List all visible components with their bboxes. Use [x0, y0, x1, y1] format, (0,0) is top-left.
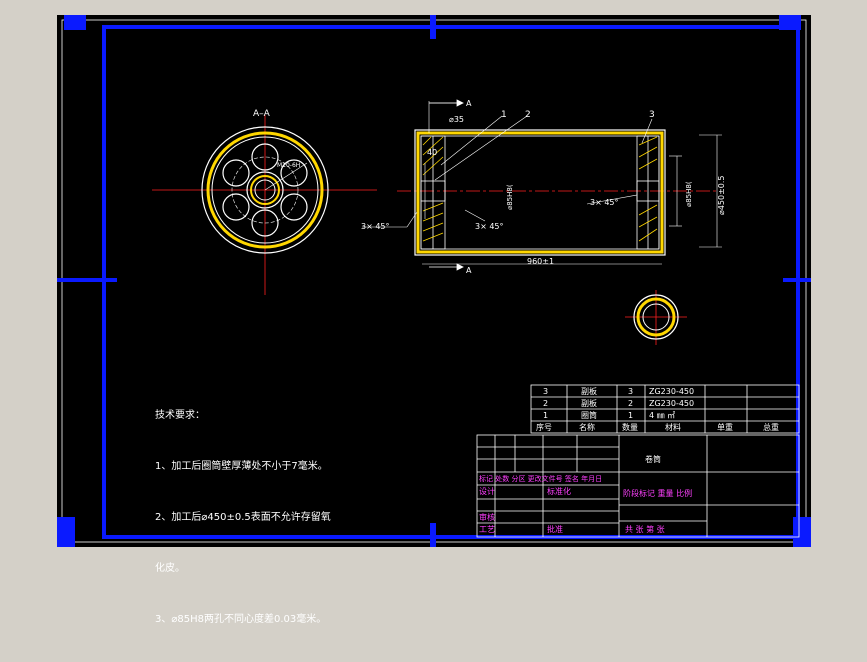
- section-marker-top: A: [466, 99, 472, 108]
- parts-list-grid: [530, 384, 800, 434]
- svg-text:M10-6H: M10-6H: [277, 162, 300, 169]
- parts-header-material: 材料: [665, 423, 681, 432]
- dim-chamfer-mid: 3× 45°: [475, 222, 504, 231]
- parts-row-1-qty: 1: [628, 411, 634, 420]
- parts-row-2-material: ZG230-450: [649, 399, 695, 408]
- parts-row-3-material: ZG230-450: [649, 387, 695, 396]
- drawing-svg: M10-6H A–A: [57, 12, 811, 547]
- sheets-label: 共 张 第 张: [625, 525, 665, 534]
- tech-line-2: 2、加工后⌀450±0.5表面不允许存留氧: [155, 512, 331, 523]
- title-block-grid: [476, 434, 800, 538]
- parts-header-total: 总重: [763, 423, 779, 432]
- dim-length: 960±1: [527, 257, 554, 266]
- revision-header: 标记 处数 分区 更改文件号 签名 年月日: [479, 475, 603, 483]
- cad-viewport: M10-6H A–A: [57, 12, 811, 625]
- tech-line-3: 化皮。: [155, 563, 185, 574]
- parts-header-no: 序号: [536, 423, 552, 432]
- dim-d85-left: ⌀85H8(: [506, 184, 514, 210]
- section-view-aa: M10-6H A–A: [152, 109, 377, 295]
- tech-line-4: 3、⌀85H8两孔不同心度差0.03毫米。: [155, 614, 327, 625]
- main-sectional-view: A A 1 2 3 ⌀35 40 ⌀85H8( ⌀85H8( ⌀450±0.5 …: [361, 99, 726, 275]
- part-name: 卷筒: [645, 455, 661, 464]
- parts-row-2-name: 副板: [581, 399, 597, 408]
- parts-row-3-qty: 3: [628, 387, 634, 396]
- review-label: 审核: [479, 513, 495, 522]
- frame-corner-markers: [57, 12, 811, 547]
- callout-3: 3: [649, 110, 655, 120]
- standardize-label: 标准化: [547, 487, 571, 496]
- design-label: 设计: [479, 487, 495, 496]
- parts-row-2-no: 2: [543, 399, 549, 408]
- parts-row-3-no: 3: [543, 387, 549, 396]
- tech-line-1: 1、加工后圈筒壁厚薄处不小于7毫米。: [155, 461, 328, 472]
- stage-header: 阶段标记 重量 比例: [623, 489, 693, 498]
- process-label: 工艺: [479, 525, 495, 534]
- dim-d85-right: ⌀85H8(: [685, 181, 693, 207]
- parts-header-qty: 数量: [622, 423, 638, 432]
- parts-row-1-no: 1: [543, 411, 549, 420]
- parts-row-1-material: 4 ㎜ ㎡: [649, 411, 676, 420]
- dim-chamfer-right: 3× 45°: [590, 198, 619, 207]
- parts-row-3-name: 副板: [581, 387, 597, 396]
- parts-header-name: 名称: [579, 423, 595, 432]
- parts-row-2-qty: 2: [628, 399, 634, 408]
- approve-label: 批准: [547, 525, 563, 534]
- parts-row-1-name: 圈筒: [581, 411, 597, 420]
- parts-header-unit-weight: 单重: [717, 423, 733, 432]
- detail-ring-view: [625, 290, 687, 345]
- dim-d450: ⌀450±0.5: [717, 175, 726, 215]
- dim-d40: 40: [427, 148, 437, 157]
- section-marker-bottom: A: [466, 266, 472, 275]
- tech-requirements: 技术要求： 1、加工后圈筒壁厚薄处不小于7毫米。 2、加工后⌀450±0.5表面…: [155, 373, 331, 662]
- section-label: A–A: [253, 109, 271, 119]
- tech-title: 技术要求：: [155, 410, 205, 421]
- callout-1: 1: [501, 110, 507, 120]
- dim-chamfer-left: 3× 45°: [361, 222, 390, 231]
- callout-2: 2: [525, 110, 531, 120]
- drawing-canvas[interactable]: M10-6H A–A: [57, 12, 811, 625]
- dim-d35: ⌀35: [449, 115, 464, 124]
